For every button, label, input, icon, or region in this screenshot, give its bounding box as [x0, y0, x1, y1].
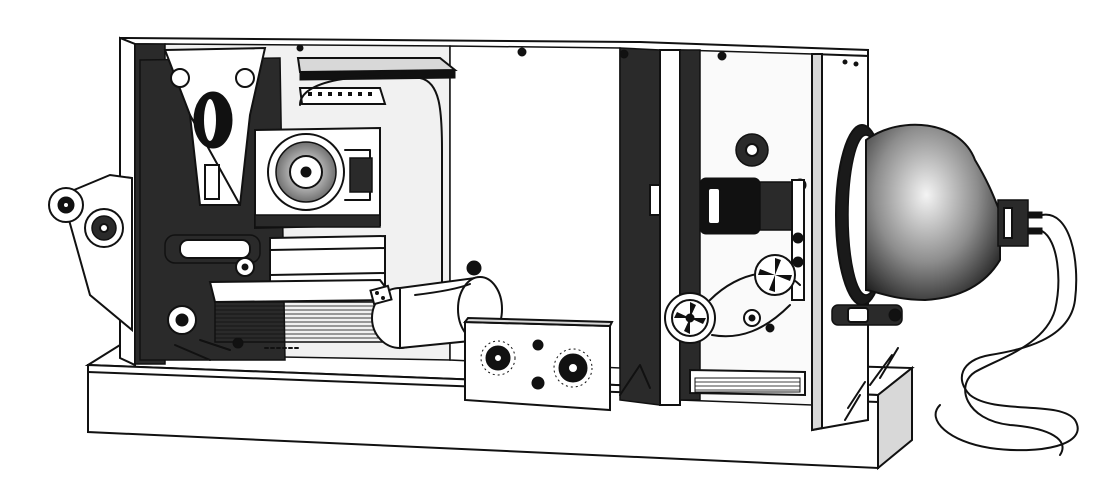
front-brackets: [619, 347, 899, 421]
left-rollers: [164, 234, 261, 277]
frame-rivets: [296, 44, 859, 67]
left-mechanism: [139, 46, 458, 361]
control-panel: [463, 316, 614, 412]
power-cord: [831, 213, 1079, 456]
lamp-housing: [835, 123, 1043, 306]
left-spool-arm: [48, 173, 133, 333]
right-mechanism: [649, 133, 807, 397]
